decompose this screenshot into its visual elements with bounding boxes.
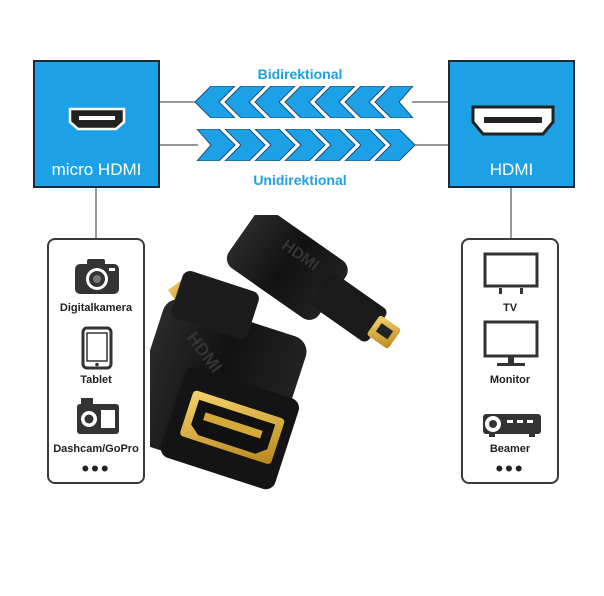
hdmi-label: HDMI: [489, 160, 534, 179]
micro-hdmi-label: micro HDMI: [51, 160, 142, 179]
right-arrow-row: [196, 129, 415, 161]
back-adapter: HDMI: [226, 215, 401, 349]
display-devices-panel: TV Monitor Beamer •••: [461, 238, 559, 484]
hdmi-box: HDMI: [448, 60, 575, 188]
more-devices-dots-right: •••: [495, 456, 525, 481]
tv-icon: [483, 252, 539, 301]
arrow-guide-bottom-right: [412, 144, 452, 146]
right-connector-line: [510, 188, 512, 240]
source-devices-panel: Digitalkamera Tablet Dashcam/GoPro •••: [47, 238, 145, 484]
left-connector-line: [95, 188, 97, 240]
micro-hdmi-port-icon: [67, 106, 127, 137]
device-label-dashcam: Dashcam/GoPro: [53, 443, 139, 455]
arrow-guide-bottom-left: [158, 144, 198, 146]
device-label-monitor: Monitor: [489, 374, 531, 386]
tablet-icon: [81, 326, 113, 375]
bidirectional-label: Bidirektional: [257, 66, 343, 82]
device-label-tablet: Tablet: [80, 374, 112, 386]
front-adapter: HDMI: [150, 271, 307, 490]
device-label-tv: TV: [502, 302, 518, 314]
arrow-guide-top-right: [412, 101, 452, 103]
unidirectional-label: Unidirektional: [253, 172, 347, 188]
camera-icon: [73, 256, 121, 301]
hdmi-port-icon: [470, 104, 556, 143]
adapter-product-image: HDMI HDMI: [150, 215, 401, 490]
arrow-guide-top-left: [158, 101, 198, 103]
micro-hdmi-box: micro HDMI: [33, 60, 160, 188]
device-label-camera: Digitalkamera: [59, 302, 133, 314]
projector-icon: [481, 408, 543, 443]
left-arrow-row: [195, 86, 414, 118]
action-camera-icon: [75, 396, 121, 441]
more-devices-dots-left: •••: [81, 456, 111, 481]
device-label-beamer: Beamer: [489, 443, 531, 455]
monitor-icon: [483, 320, 539, 373]
